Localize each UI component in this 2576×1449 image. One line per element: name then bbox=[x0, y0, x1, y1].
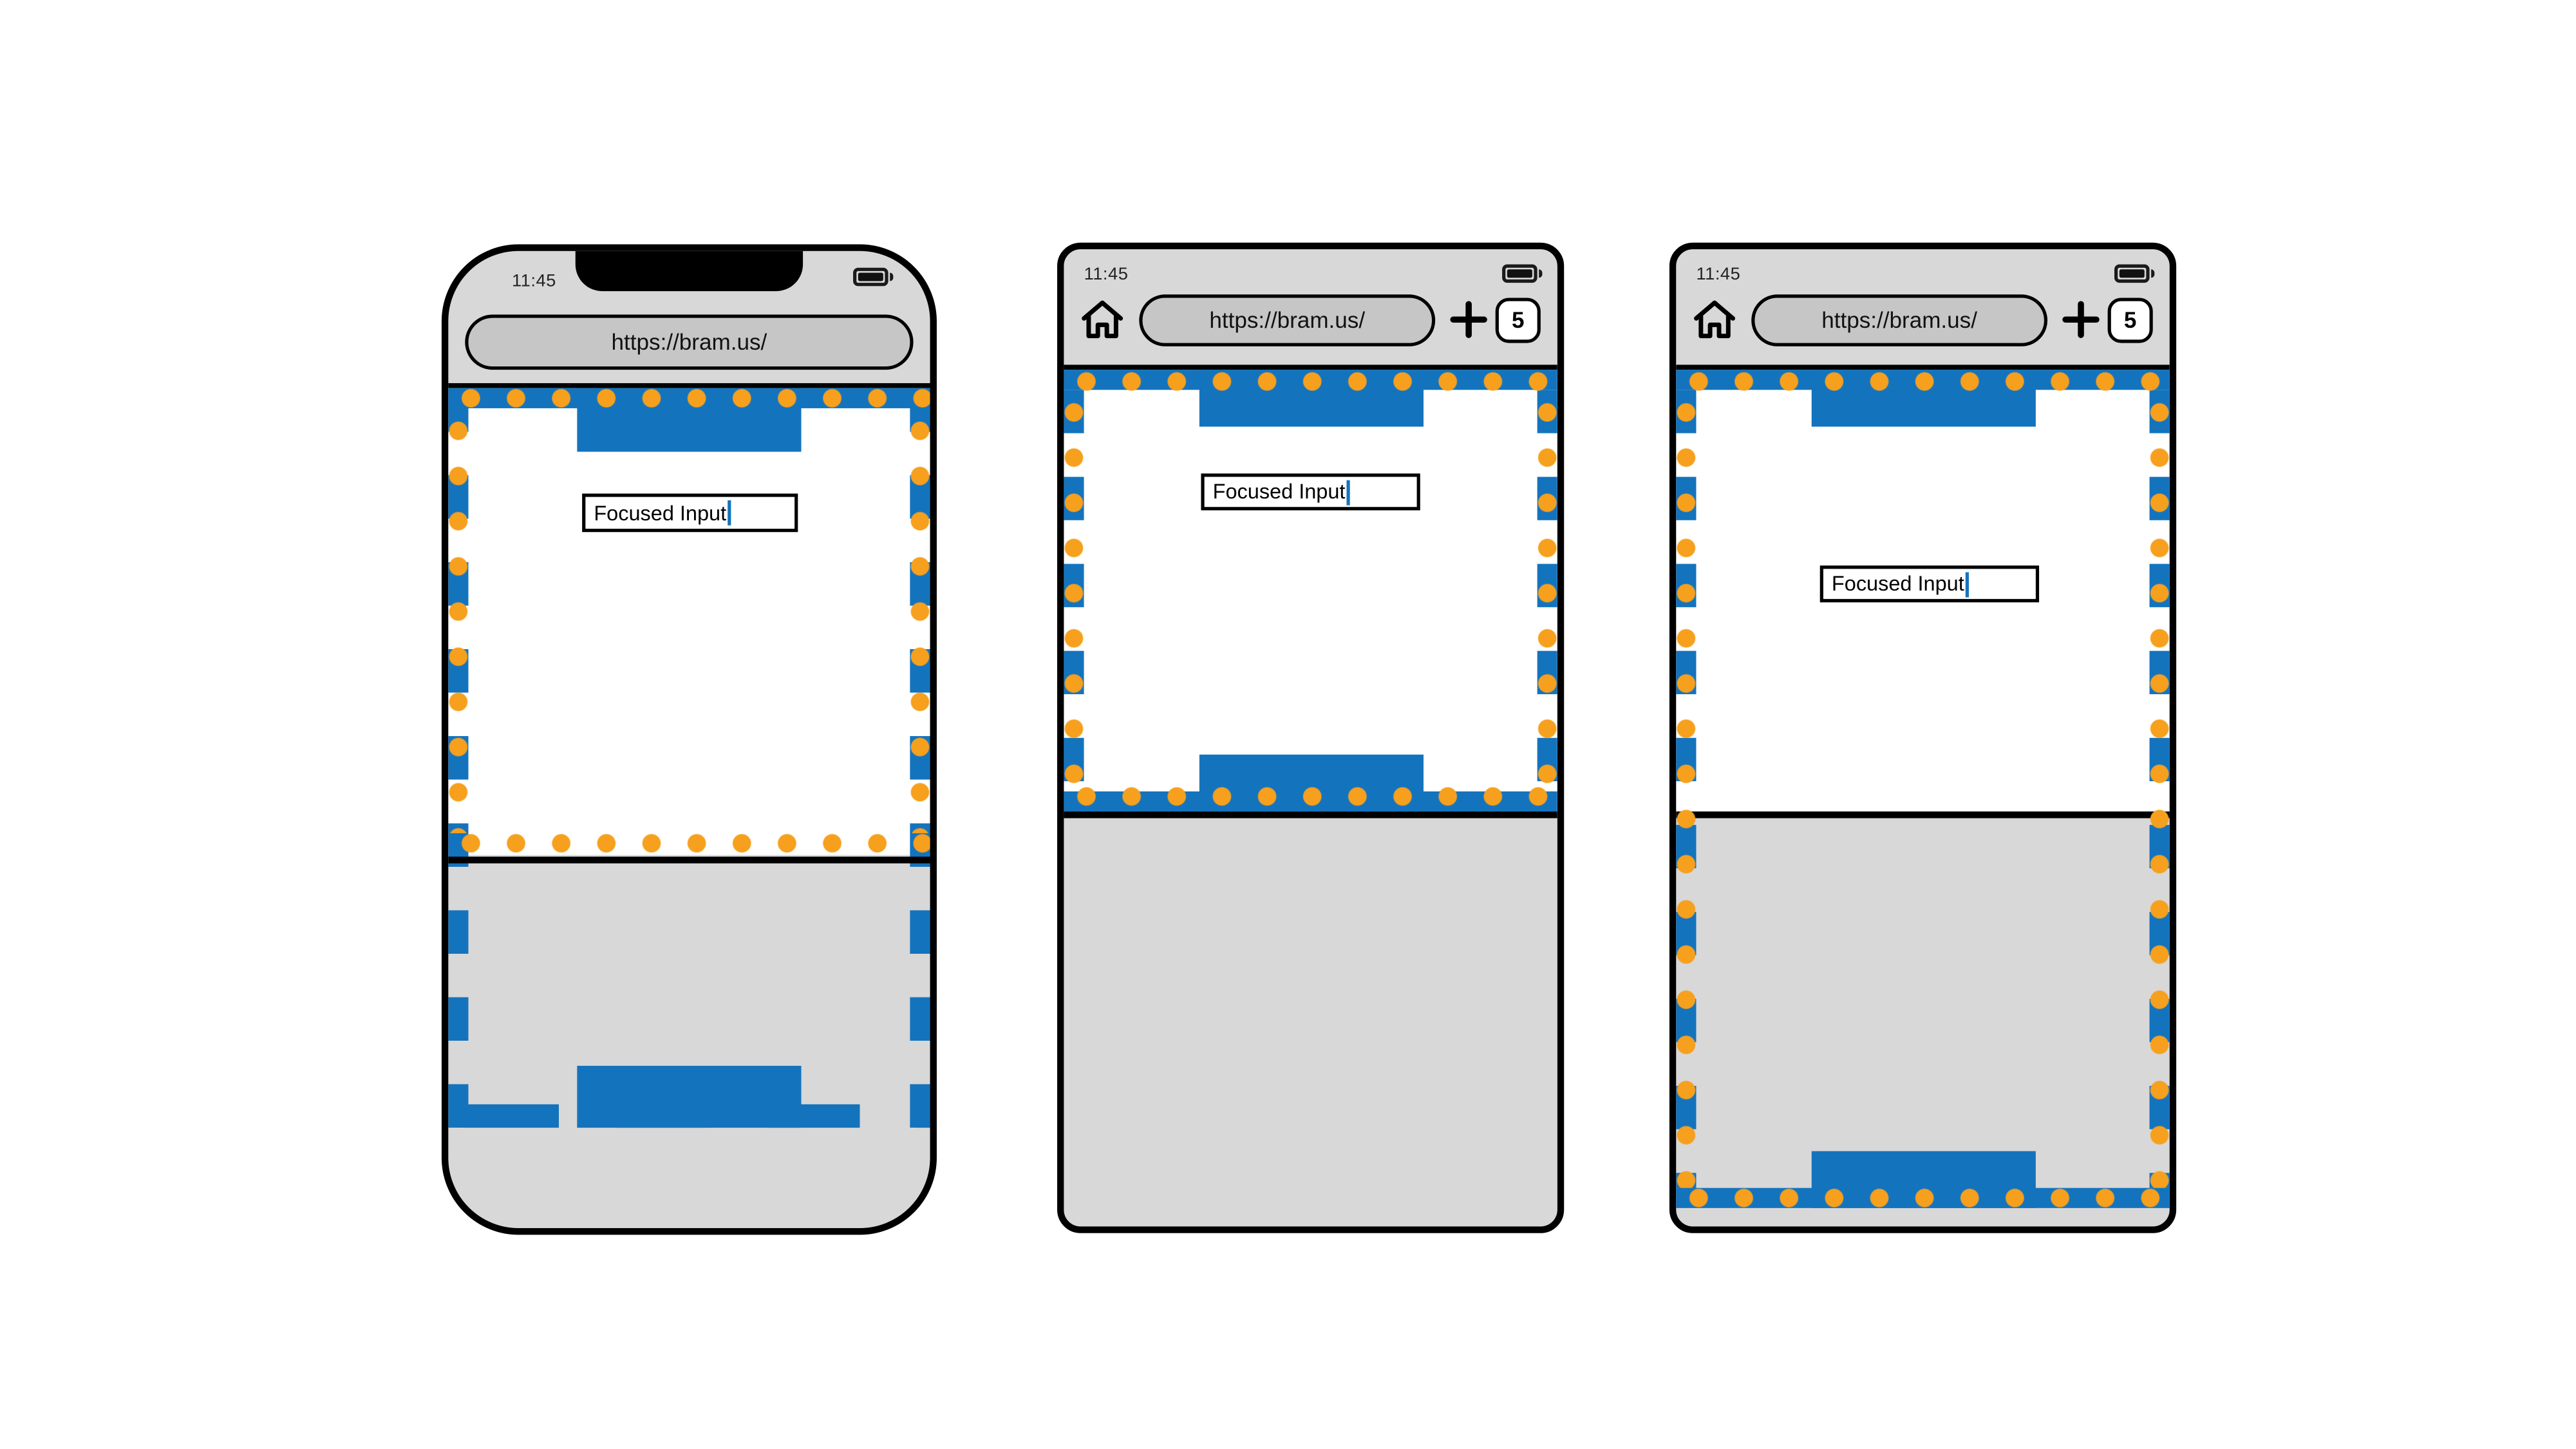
home-button[interactable] bbox=[1079, 296, 1126, 343]
focused-input-text: Focused Input bbox=[1212, 480, 1346, 504]
viewport-edge-left bbox=[1676, 390, 1697, 1188]
home-icon bbox=[1694, 300, 1736, 339]
focused-input-text: Focused Input bbox=[1831, 572, 1964, 596]
visual-viewport-dots-bottom bbox=[448, 833, 930, 854]
page-content-area bbox=[448, 388, 930, 855]
visual-viewport-dots-left bbox=[448, 408, 469, 833]
focused-input[interactable]: Focused Input bbox=[1201, 473, 1420, 511]
device-frame-ios: 11:45 https://bram.us/ Focused Input bbox=[441, 244, 937, 1235]
visual-viewport-dots-top bbox=[1064, 371, 1557, 392]
browser-chrome: 11:45 https://bram.us/ 5 bbox=[1064, 249, 1557, 370]
new-tab-button[interactable] bbox=[2059, 298, 2103, 341]
visual-viewport-dots-top bbox=[1676, 371, 2170, 392]
status-time: 11:45 bbox=[1696, 264, 1741, 285]
status-time: 11:45 bbox=[512, 270, 556, 292]
tab-count: 5 bbox=[2123, 308, 2137, 334]
visual-viewport-dots-bottom bbox=[1064, 786, 1557, 807]
text-caret bbox=[1966, 571, 1970, 597]
tab-counter-button[interactable]: 5 bbox=[1495, 298, 1541, 343]
page-content-area bbox=[1064, 370, 1557, 812]
battery-body bbox=[2113, 264, 2149, 283]
virtual-keyboard-area bbox=[1064, 811, 1557, 1227]
viewport-edge-left bbox=[1064, 390, 1084, 788]
text-caret bbox=[728, 500, 731, 526]
focused-input[interactable]: Focused Input bbox=[582, 493, 798, 533]
url-bar[interactable]: https://bram.us/ bbox=[1751, 294, 2048, 346]
battery-nub bbox=[888, 272, 894, 281]
url-bar[interactable]: https://bram.us/ bbox=[465, 314, 914, 370]
visual-viewport-dots-bottom bbox=[1676, 1188, 2170, 1208]
home-button[interactable] bbox=[1691, 296, 1738, 343]
tab-count: 5 bbox=[1511, 308, 1525, 334]
plus-icon bbox=[1450, 301, 1487, 338]
device-frame-browser-1: 11:45 https://bram.us/ 5 bbox=[1057, 242, 1565, 1233]
status-time: 11:45 bbox=[1084, 264, 1129, 285]
battery-nub bbox=[1537, 269, 1543, 278]
focused-input[interactable]: Focused Input bbox=[1819, 565, 2040, 603]
battery-nub bbox=[2150, 269, 2155, 278]
device-frame-browser-2: 11:45 https://bram.us/ 5 bbox=[1669, 242, 2177, 1233]
battery-body bbox=[852, 267, 888, 287]
viewport-edge-right bbox=[2149, 390, 2170, 1188]
url-text: https://bram.us/ bbox=[1209, 308, 1366, 334]
viewport-edge-right bbox=[1537, 390, 1557, 788]
home-icon bbox=[1082, 300, 1123, 339]
tab-counter-button[interactable]: 5 bbox=[2107, 298, 2153, 343]
text-caret bbox=[1347, 479, 1351, 505]
visual-viewport-dots-right bbox=[910, 408, 930, 833]
battery-icon bbox=[1501, 264, 1543, 283]
notch bbox=[575, 251, 804, 292]
browser-chrome: 11:45 https://bram.us/ 5 bbox=[1676, 249, 2170, 370]
battery-body bbox=[1501, 264, 1537, 283]
focused-input-text: Focused Input bbox=[594, 501, 727, 525]
chrome-divider bbox=[448, 383, 930, 388]
keyboard-divider bbox=[448, 857, 930, 864]
plus-icon bbox=[2062, 301, 2100, 338]
url-text: https://bram.us/ bbox=[611, 329, 767, 355]
battery-icon bbox=[2113, 264, 2155, 283]
url-bar[interactable]: https://bram.us/ bbox=[1139, 294, 1436, 346]
fixed-footer-bar bbox=[448, 1104, 930, 1128]
visual-viewport-dots-top bbox=[448, 388, 930, 408]
url-text: https://bram.us/ bbox=[1821, 308, 1977, 334]
new-tab-button[interactable] bbox=[1447, 298, 1490, 341]
battery-icon bbox=[852, 267, 894, 287]
